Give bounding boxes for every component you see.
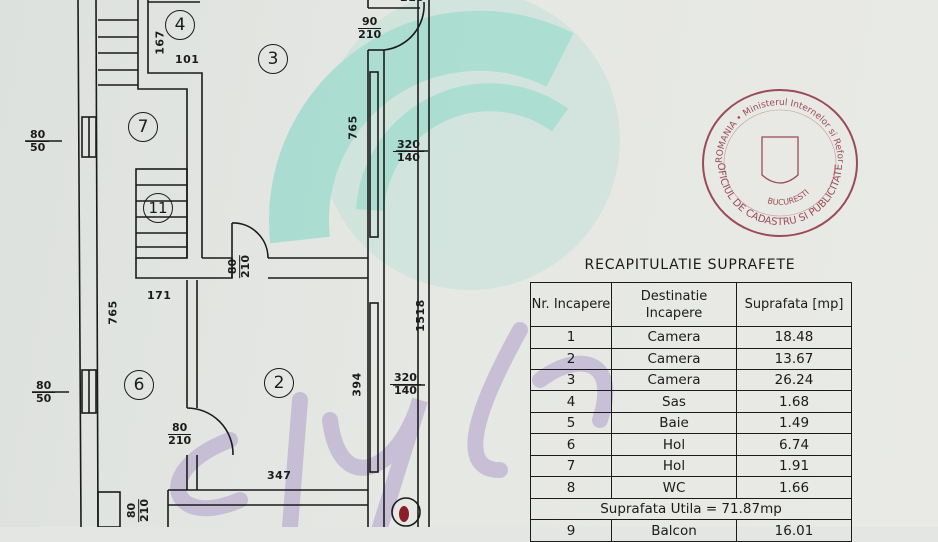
opening-width: 80 [32,380,56,393]
cell-number: 5 [530,411,612,435]
total-area: Suprafata Utila = 71.87mp [530,497,852,521]
room-2-label: 2 [264,368,294,398]
opening-height: 210 [138,499,152,522]
cell-area: 1.66 [736,476,852,499]
dim-1518: 1518 [413,299,427,332]
room-6-label: 6 [124,370,154,400]
cell-area: 13.67 [736,347,852,370]
cell-number: 9 [530,519,612,542]
cell-number: 3 [530,368,612,392]
table-header-row: Nr. Incapere Destinatie Incapere Suprafa… [530,281,852,328]
window-right-top [369,71,379,238]
room-4-label: 4 [165,10,195,40]
red-mark [399,506,409,522]
cell-number: 7 [530,454,612,478]
room-7-label: 7 [128,112,158,142]
cell-purpose: Hol [611,454,737,478]
opening-width: 90 [358,16,382,29]
opening-height: 140 [394,384,417,397]
cell-area: 18.48 [736,326,852,349]
stamp-outer-text: ROMANIA • Ministerul Internelor si Refor… [700,87,845,163]
summary-title: RECAPITULATIE SUPRAFETE [584,257,796,273]
cell-purpose: Camera [611,347,737,370]
cell-area: 1.68 [736,390,852,413]
cell-number: 1 [530,326,612,349]
stairs-top [98,19,138,86]
window-right-bottom [369,302,379,473]
cell-area: 1.91 [736,454,852,478]
dim-101: 101 [175,53,200,66]
cell-number: 6 [530,433,612,456]
floor-plan-drawing [25,0,430,527]
cell-number: 8 [530,476,612,499]
opening-width: 320 [393,139,424,152]
dim-765-right: 765 [346,115,360,140]
stamp-inner-textpath: BUCURESTI [767,188,811,207]
header-room-number: Nr. Incapere [530,281,612,328]
area-summary-table: Nr. Incapere Destinatie Incapere Suprafa… [530,281,852,542]
official-stamp: ROMANIA • Ministerul Internelor si Refor… [700,87,858,237]
door-swing [231,222,269,259]
dim-167: 167 [153,30,167,55]
cell-purpose: Hol [611,433,737,456]
total-row: Suprafata Utila = 71.87mp [530,497,852,521]
door-swing-6 [186,407,234,456]
header-room-purpose: Destinatie Incapere [611,281,737,328]
stamp-outer-textpath: ROMANIA • Ministerul Internelor si Refor… [700,87,845,163]
cell-purpose: WC [611,476,737,499]
opening-height: 50 [36,392,52,405]
header-area: Suprafata [mp] [736,281,852,328]
opening-height: 140 [397,151,420,164]
cell-number: 2 [530,347,612,370]
opening-height: 50 [30,141,46,154]
dim-394: 394 [350,372,364,397]
coat-of-arms-icon [761,136,799,184]
room-9-marker [391,497,421,527]
table-row: 9 Balcon 16.01 [530,519,852,542]
cell-area: 16.01 [736,519,852,542]
cell-area: 1.49 [736,411,852,435]
room-3-label: 3 [258,44,288,74]
cell-purpose: Balcon [611,519,737,542]
opening-height: 210 [239,255,253,278]
dim-765-left: 765 [106,300,120,325]
cell-purpose: Camera [611,326,737,349]
cell-purpose: Camera [611,368,737,392]
dim-347: 347 [267,469,292,482]
opening-height: 210 [168,434,192,447]
stamp-inner-text: BUCURESTI [767,188,811,207]
cell-area: 26.24 [736,368,852,392]
cell-number: 4 [530,390,612,413]
door-swing-top [383,1,425,51]
room-11-label: 11 [143,193,173,223]
cell-purpose: Baie [611,411,737,435]
opening-width: 320 [390,372,421,385]
dim-171: 171 [147,289,172,302]
opening-width: 80 [26,129,50,142]
opening-width: 80 [168,422,192,435]
cell-area: 6.74 [736,433,852,456]
opening-height: 210 [358,28,382,41]
cell-purpose: Sas [611,390,737,413]
top-cut-label: 210 [400,0,424,4]
